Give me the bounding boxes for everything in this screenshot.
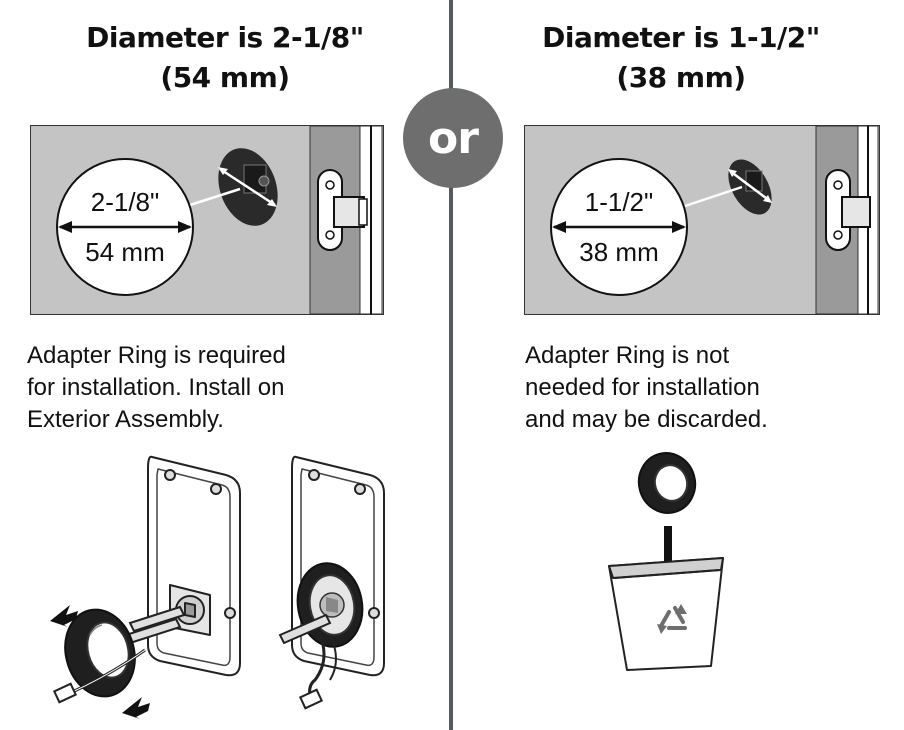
right-door-diagram: 1-1/2" 38 mm [524,125,880,315]
bore-hole [728,159,772,215]
insert-arrow-icon [50,605,78,627]
recycle-bin-drawing [608,452,724,671]
diameter-callout: 2-1/8" 54 mm [56,158,194,296]
cable-connector-1 [52,682,78,704]
callout-metric: 38 mm [579,237,658,267]
left-note-line1: Adapter Ring is required [27,342,286,369]
center-divider [449,0,453,730]
left-door-diagram: 2-1/8" 54 mm [30,125,384,315]
cable-connector-2 [298,688,324,710]
right-heading: Diameter is 1-1/2" (38 mm) [496,18,866,98]
right-door-panel: 1-1/2" 38 mm [524,125,880,315]
right-heading-line1: Diameter is 1-1/2" [542,21,820,54]
right-note: Adapter Ring is not needed for installat… [525,340,895,436]
left-heading-line1: Diameter is 2-1/8" [86,21,364,54]
left-heading: Diameter is 2-1/8" (54 mm) [40,18,410,98]
left-heading-line2: (54 mm) [160,61,290,94]
right-heading-line2: (38 mm) [616,61,746,94]
callout-fraction: 1-1/2" [585,187,654,217]
latch [825,169,871,251]
callout-metric: 54 mm [85,237,164,267]
left-note-line3: Exterior Assembly. [27,406,224,433]
left-note-line2: for installation. Install on [27,374,285,401]
diameter-callout: 1-1/2" 38 mm [550,158,688,296]
adapter-ring-1 [64,608,136,698]
left-note: Adapter Ring is required for installatio… [27,340,427,436]
right-note-line3: and may be discarded. [525,406,768,433]
adapter-ring-installation-illustration [30,445,400,725]
latch [317,169,368,251]
recycle-icon [657,604,687,634]
adapter-ring-discard [637,452,697,514]
or-label: or [428,112,479,164]
right-note-line1: Adapter Ring is not [525,342,730,369]
bore-hole [218,148,278,226]
spindles-2 [278,613,332,645]
left-door-panel: 2-1/8" 54 mm [30,125,384,315]
discard-ring-illustration [595,448,735,678]
right-note-line2: needed for installation [525,374,760,401]
callout-fraction: 2-1/8" [91,187,160,217]
or-badge: or [403,88,503,188]
insert-arrow-icon [122,697,150,719]
exterior-assembly-1 [147,455,241,677]
exterior-assembly-drawing [50,455,385,719]
